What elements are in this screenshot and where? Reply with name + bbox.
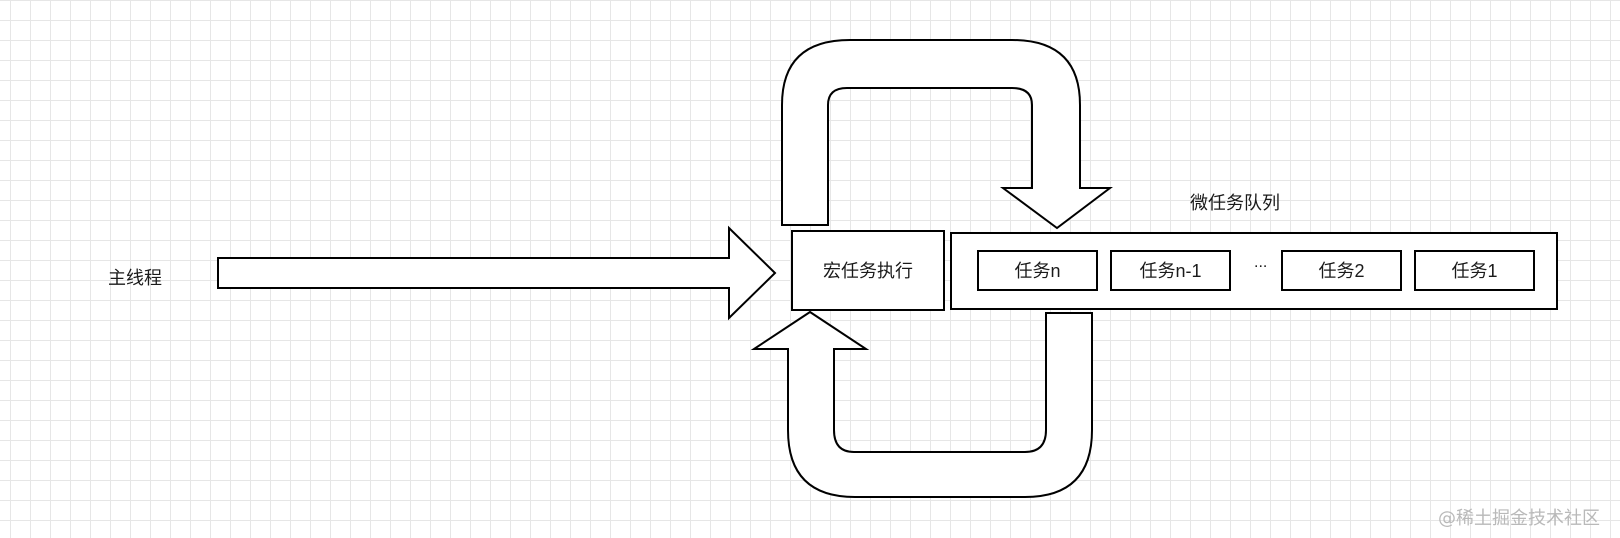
macro-task-box xyxy=(791,230,945,311)
main-thread-label: 主线程 xyxy=(108,268,162,288)
macro-task-label: 宏任务执行 xyxy=(823,260,913,281)
main-thread-arrow xyxy=(217,225,777,321)
watermark: @稀土掘金技术社区 xyxy=(1438,508,1600,529)
task-label: 任务2 xyxy=(1318,260,1365,281)
task-label: 任务n xyxy=(1014,260,1061,281)
task-box xyxy=(977,250,1098,291)
bottom-loop-arrow xyxy=(750,310,1093,498)
task-label: 任务1 xyxy=(1451,260,1498,281)
task-label: 任务n-1 xyxy=(1139,260,1202,281)
task-box xyxy=(1281,250,1402,291)
micro-task-queue-title: 微任务队列 xyxy=(1190,193,1280,213)
top-loop-arrow xyxy=(781,39,1113,230)
ellipsis-label: ... xyxy=(1254,254,1268,271)
task-box xyxy=(1414,250,1535,291)
task-box xyxy=(1110,250,1231,291)
